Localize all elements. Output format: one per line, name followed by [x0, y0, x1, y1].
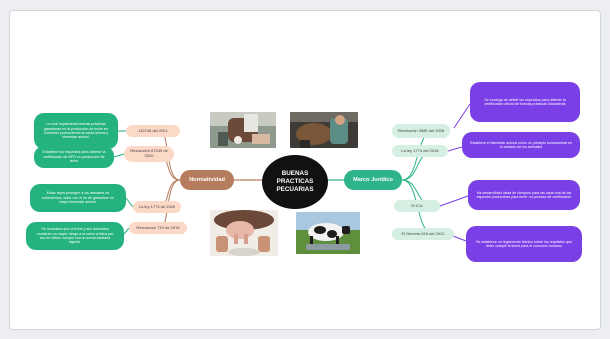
hand-milking-photo [210, 210, 278, 256]
topic-label: El ICA [411, 202, 423, 208]
cow-drinking-photo [296, 212, 360, 254]
category-label: Normatividad [189, 177, 225, 183]
note-decreto-616[interactable]: Se establece un reglamento técnico sobre… [466, 226, 582, 262]
category-marco-juridico[interactable]: Marco Jurídico [344, 170, 402, 190]
category-label: Marco Jurídico [353, 177, 393, 183]
topic-resolucion-115708[interactable]: 115708 del 2021 [126, 125, 180, 137]
milking-photo [210, 112, 276, 148]
topic-resolucion-3585[interactable]: Resolución 3585 del 2008 [392, 124, 450, 138]
note-text: Establece los requisitos para obtener la… [42, 150, 106, 164]
note-resolucion-115708[interactable]: La cual implementa buenas prácticas gana… [34, 113, 118, 149]
topic-label: Resolución 3585 del 2008 [397, 127, 445, 133]
category-normatividad[interactable]: Normatividad [180, 170, 234, 190]
note-ica[interactable]: Ha desarrollado listas de chequeo para l… [468, 180, 580, 210]
note-ley-1774-left[interactable]: Estas leyes protegen a los animales de s… [30, 184, 126, 212]
topic-label: La ley 1774 del 2016 [401, 147, 439, 153]
topic-ley-1774-left[interactable]: La ley 1774 de 2026 [133, 201, 181, 213]
note-text: Se establece un reglamento técnico sobre… [475, 239, 573, 248]
central-topic[interactable]: BUENAS PRACTICAS PECUARIAS [262, 155, 328, 209]
topic-ica[interactable]: El ICA [394, 200, 440, 212]
note-text: La cual implementa buenas prácticas gana… [43, 122, 109, 140]
note-ley-1774-right[interactable]: Establece el bienestar animal como un pr… [462, 132, 580, 158]
topic-label: 115708 del 2021 [138, 127, 168, 133]
note-text: Establece el bienestar animal como un pr… [470, 140, 572, 149]
note-text: Se encarga de definir los requisitos par… [484, 97, 566, 106]
topic-resolucion-719[interactable]: Resolución 719 de 2015 [129, 222, 187, 234]
note-text: Estas leyes protegen a los animales de s… [42, 191, 114, 205]
central-topic-label: BUENAS PRACTICAS PECUARIAS [276, 170, 314, 193]
note-resolucion-3585[interactable]: Se encarga de definir los requisitos par… [470, 82, 580, 122]
topic-decreto-616[interactable]: El Decreto 616 del 2012 [392, 228, 454, 240]
topic-resolucion-67449[interactable]: Resolución 67449 de 2020 [124, 146, 174, 162]
topic-label: Resolución 67449 de 2020 [130, 148, 168, 158]
topic-label: El Decreto 616 del 2012 [401, 230, 445, 236]
note-text: Se considera que la leche y sus derivado… [36, 227, 114, 245]
note-resolucion-719[interactable]: Se considera que la leche y sus derivado… [26, 222, 124, 250]
veterinarian-cow-photo [290, 112, 358, 148]
topic-label: Resolución 719 de 2015 [136, 224, 180, 230]
topic-label: La ley 1774 de 2026 [138, 203, 176, 209]
topic-ley-1774-right[interactable]: La ley 1774 del 2016 [392, 145, 448, 157]
note-text: Ha desarrollado listas de chequeo para l… [476, 190, 572, 199]
note-resolucion-67449[interactable]: Establece los requisitos para obtener la… [34, 146, 114, 168]
